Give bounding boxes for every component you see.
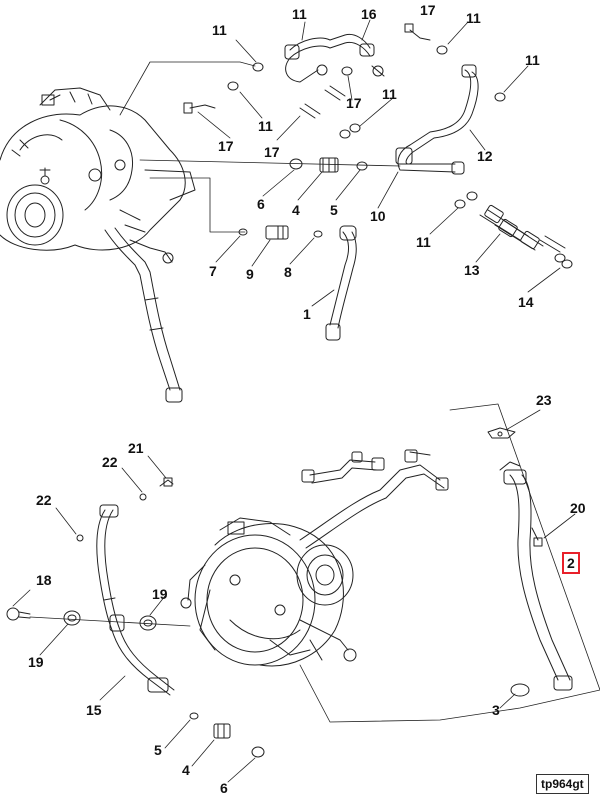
bracket-hole	[497, 431, 503, 437]
leader-line	[149, 177, 246, 233]
diagram-reference-code: tp964gt	[536, 774, 589, 794]
callout-8: 8	[284, 264, 292, 280]
callout-19-b: 19	[152, 586, 168, 602]
hose-assembly-13	[479, 204, 573, 269]
callout-12: 12	[477, 148, 493, 164]
washers-top	[227, 45, 506, 209]
callout-19-a: 19	[28, 654, 44, 670]
callout-11-a: 11	[212, 22, 227, 38]
fittings-bottom-row	[189, 712, 265, 758]
oil-drain-tube-top	[104, 227, 183, 403]
callout-11-c: 11	[466, 10, 481, 26]
oil-return-tube-12	[395, 64, 479, 175]
leader-frame	[299, 403, 600, 723]
callout-10: 10	[370, 208, 386, 224]
callout-11-f: 11	[382, 86, 397, 102]
callout-5-top: 5	[330, 202, 338, 218]
callout-11-d: 11	[525, 52, 540, 68]
callout-13: 13	[464, 262, 480, 278]
hose-2	[499, 461, 573, 691]
callout-2-highlighted[interactable]: 2	[562, 552, 580, 574]
callout-11-e: 11	[258, 118, 273, 134]
callout-17-a: 17	[420, 2, 436, 18]
callout-17-b: 17	[346, 95, 362, 111]
callout-leaders-top	[197, 19, 561, 307]
leader-line	[29, 616, 191, 627]
callout-22-a: 22	[102, 454, 118, 470]
callout-17-d: 17	[264, 144, 280, 160]
leader-line	[139, 159, 401, 167]
callout-16: 16	[361, 6, 377, 22]
supply-tubes-bottom	[299, 449, 449, 549]
callout-6-top: 6	[257, 196, 265, 212]
oil-supply-tube-16	[284, 33, 375, 83]
callout-9: 9	[246, 266, 254, 282]
tube-15	[96, 504, 175, 696]
callout-22-b: 22	[36, 492, 52, 508]
callout-18: 18	[36, 572, 52, 588]
fittings-middle-row	[238, 225, 323, 240]
bolts-17	[183, 23, 431, 119]
bolt-18	[6, 607, 31, 621]
callout-21: 21	[128, 440, 144, 456]
callout-4-top: 4	[292, 202, 300, 218]
fittings-top-row	[289, 157, 368, 173]
callout-23: 23	[536, 392, 552, 408]
callout-5-bottom: 5	[154, 742, 162, 758]
bolt-20	[531, 527, 543, 547]
callout-15: 15	[86, 702, 102, 718]
turbocharger-bottom	[180, 517, 357, 667]
hose-1	[325, 225, 357, 341]
callout-20: 20	[570, 500, 586, 516]
callout-6-bottom: 6	[220, 780, 228, 796]
small-fittings-21-22	[76, 477, 174, 542]
callout-14: 14	[518, 294, 534, 310]
callout-17-c: 17	[218, 138, 234, 154]
bracket-23	[487, 427, 516, 439]
callout-11-b: 11	[292, 6, 307, 22]
callout-leaders-bottom	[12, 409, 576, 783]
washer-3	[510, 683, 530, 697]
turbocharger-top	[0, 87, 196, 251]
callout-1: 1	[303, 306, 311, 322]
callout-11-g: 11	[416, 234, 431, 250]
callout-7: 7	[209, 263, 217, 279]
leader-line	[119, 61, 256, 116]
callout-3: 3	[492, 702, 500, 718]
callout-4-bottom: 4	[182, 762, 190, 778]
washer-19-left	[63, 610, 81, 626]
